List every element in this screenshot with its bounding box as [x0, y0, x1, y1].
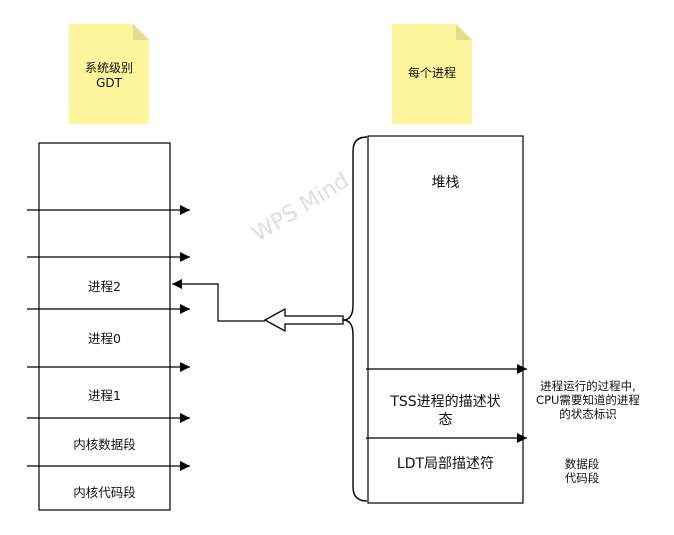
tss-label: TSS进程的描述状 态 — [368, 393, 523, 429]
gdt-cell-process2: 进程2 — [88, 279, 121, 294]
gdt-cell-process0: 进程0 — [88, 331, 121, 346]
gdt-cell-process1: 进程1 — [88, 388, 121, 403]
gdt-note-line1: 系统级别 — [84, 61, 133, 75]
process-curly-brace — [342, 136, 368, 502]
hollow-block-arrow — [263, 307, 344, 333]
gdt-cell-kernel-data: 内核数据段 — [73, 437, 136, 452]
ldt-label: LDT局部描述符 — [396, 456, 495, 472]
tss-annotation: 进程运行的过程中, CPU需要知道的进程 的状态标识 — [527, 379, 649, 421]
tss-annotation-line1: 进程运行的过程中, — [540, 379, 636, 393]
process-box — [367, 135, 524, 504]
process2-link-arrow — [172, 279, 265, 322]
tss-label-line2: 态 — [438, 412, 453, 428]
process-note-text: 每个进程 — [407, 66, 456, 80]
ldt-annotation-line2: 代码段 — [564, 471, 600, 485]
stack-label: 堆栈 — [431, 175, 460, 191]
tss-label-line1: TSS进程的描述状 — [390, 394, 501, 410]
process-arrows — [366, 364, 527, 443]
gdt-note-line2: GDT — [96, 76, 122, 90]
gdt-cell-kernel-code: 内核代码段 — [73, 485, 136, 500]
tss-annotation-line2: CPU需要知道的进程 — [536, 393, 640, 407]
gdt-table-box — [38, 142, 171, 511]
gdt-entry-arrows — [27, 205, 190, 471]
ldt-annotation: 数据段 代码段 — [552, 457, 612, 485]
tss-annotation-line3: 的状态标识 — [559, 407, 617, 421]
gdt-sticky-note — [69, 24, 149, 124]
process-sticky-note — [392, 24, 472, 124]
ldt-annotation-line1: 数据段 — [564, 457, 600, 471]
gdt-note-text: 系统级别 GDT — [69, 61, 149, 91]
